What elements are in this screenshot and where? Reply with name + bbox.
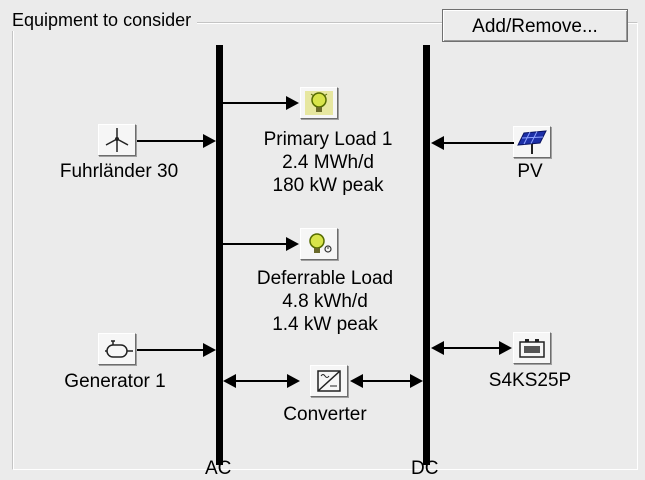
light-bulb-icon [305, 91, 333, 115]
add-remove-button[interactable]: Add/Remove... [442, 9, 628, 42]
converter-ac-arrow-left [223, 374, 236, 388]
primary-load-component[interactable] [300, 87, 338, 119]
dc-bus [423, 45, 430, 465]
ac-bus-label: AC [205, 458, 232, 479]
battery-icon [519, 339, 545, 358]
deferrable-load-component[interactable] [300, 228, 338, 260]
generator-icon [105, 340, 133, 358]
ac-to-deferrable-load-line [223, 243, 287, 245]
dc-bus-label: DC [411, 458, 439, 479]
battery-label: S4KS25P [488, 370, 572, 391]
primary-load-name: Primary Load 1 [263, 129, 393, 150]
ac-to-primary-load-line [223, 102, 287, 104]
deferrable-bulb-icon [309, 233, 332, 253]
primary-load-info: Primary Load 1 2.4 MWh/d 180 kW peak [228, 128, 428, 197]
converter-ac-arrow-right [287, 374, 300, 388]
wind-turbine-label: Fuhrländer 30 [59, 161, 179, 182]
deferrable-load-peak: 1.4 kW peak [272, 314, 378, 335]
equipment-group-box [12, 22, 638, 470]
generator-to-ac-arrow [203, 343, 216, 357]
generator-component[interactable] [98, 333, 136, 365]
converter-ac-line [236, 380, 288, 382]
wind-turbine-icon [105, 128, 129, 152]
deferrable-load-energy: 4.8 kWh/d [282, 291, 368, 312]
wind-to-ac-arrow [203, 134, 216, 148]
ac-bus [216, 45, 223, 465]
deferrable-load-name: Deferrable Load [256, 268, 394, 289]
converter-dc-arrow-right [410, 374, 423, 388]
group-title: Equipment to consider [8, 10, 198, 31]
wind-turbine-component[interactable] [98, 124, 136, 156]
ac-to-primary-load-arrow [286, 96, 299, 110]
generator-to-ac-line [137, 349, 203, 351]
converter-icon [317, 370, 341, 392]
deferrable-load-info: Deferrable Load 4.8 kWh/d 1.4 kW peak [215, 267, 435, 336]
converter-label: Converter [283, 404, 367, 425]
solar-panel-icon [517, 130, 547, 154]
dc-battery-line [444, 347, 500, 349]
primary-load-peak: 180 kW peak [272, 175, 384, 196]
wind-to-ac-line [137, 140, 203, 142]
dc-to-battery-arrow-left [431, 341, 444, 355]
converter-dc-arrow-left [350, 374, 363, 388]
primary-load-energy: 2.4 MWh/d [282, 152, 374, 173]
generator-label: Generator 1 [64, 371, 166, 392]
ac-to-deferrable-load-arrow [286, 237, 299, 251]
pv-to-dc-line [444, 142, 514, 144]
pv-component[interactable] [513, 126, 551, 158]
pv-to-dc-arrow [431, 136, 444, 150]
battery-component[interactable] [513, 332, 551, 364]
converter-component[interactable] [310, 365, 348, 397]
pv-label: PV [517, 161, 543, 182]
converter-dc-line [363, 380, 411, 382]
dc-to-battery-arrow-right [499, 341, 512, 355]
add-remove-button-label: Add/Remove... [472, 16, 598, 37]
